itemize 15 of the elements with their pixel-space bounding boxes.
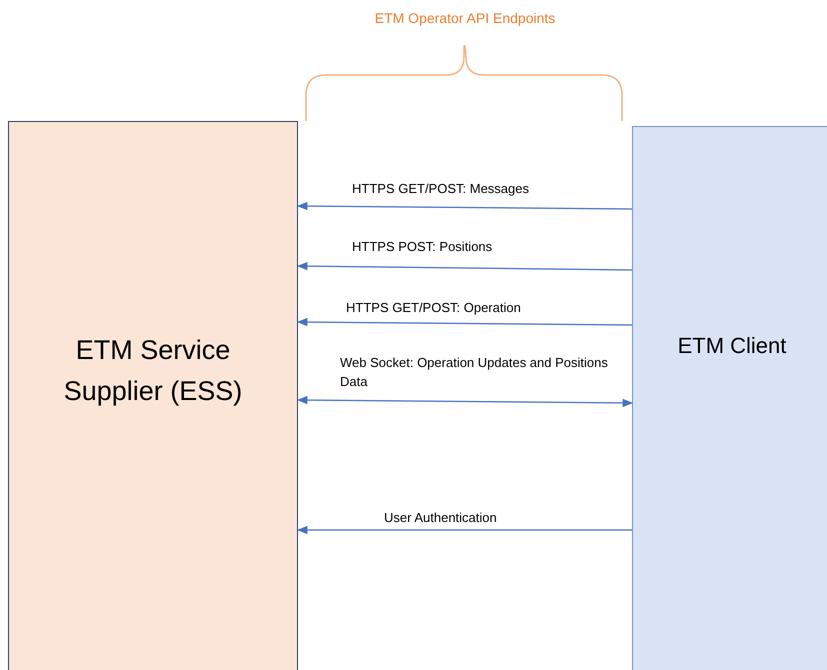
edge-label: HTTPS POST: Positions	[352, 238, 494, 256]
system-box	[8, 121, 298, 670]
edge-label: HTTPS GET/POST: Messages	[352, 180, 530, 198]
edge-label: HTTPS GET/POST: Operation	[346, 299, 522, 317]
title: ETM Operator API Endpoints	[374, 9, 556, 28]
edge-label: Web Socket: Operation Updates and Positions Data	[340, 354, 609, 391]
system-name: ETM Service Supplier (ESS)	[62, 334, 244, 408]
edge-label: User Authentication	[384, 509, 498, 527]
arrow	[296, 526, 632, 534]
arrow	[296, 202, 632, 210]
arrow	[296, 318, 632, 326]
system-name: ETM Client	[676, 332, 788, 360]
arrow	[296, 262, 632, 271]
system-box	[632, 126, 827, 670]
arrow	[296, 396, 634, 408]
